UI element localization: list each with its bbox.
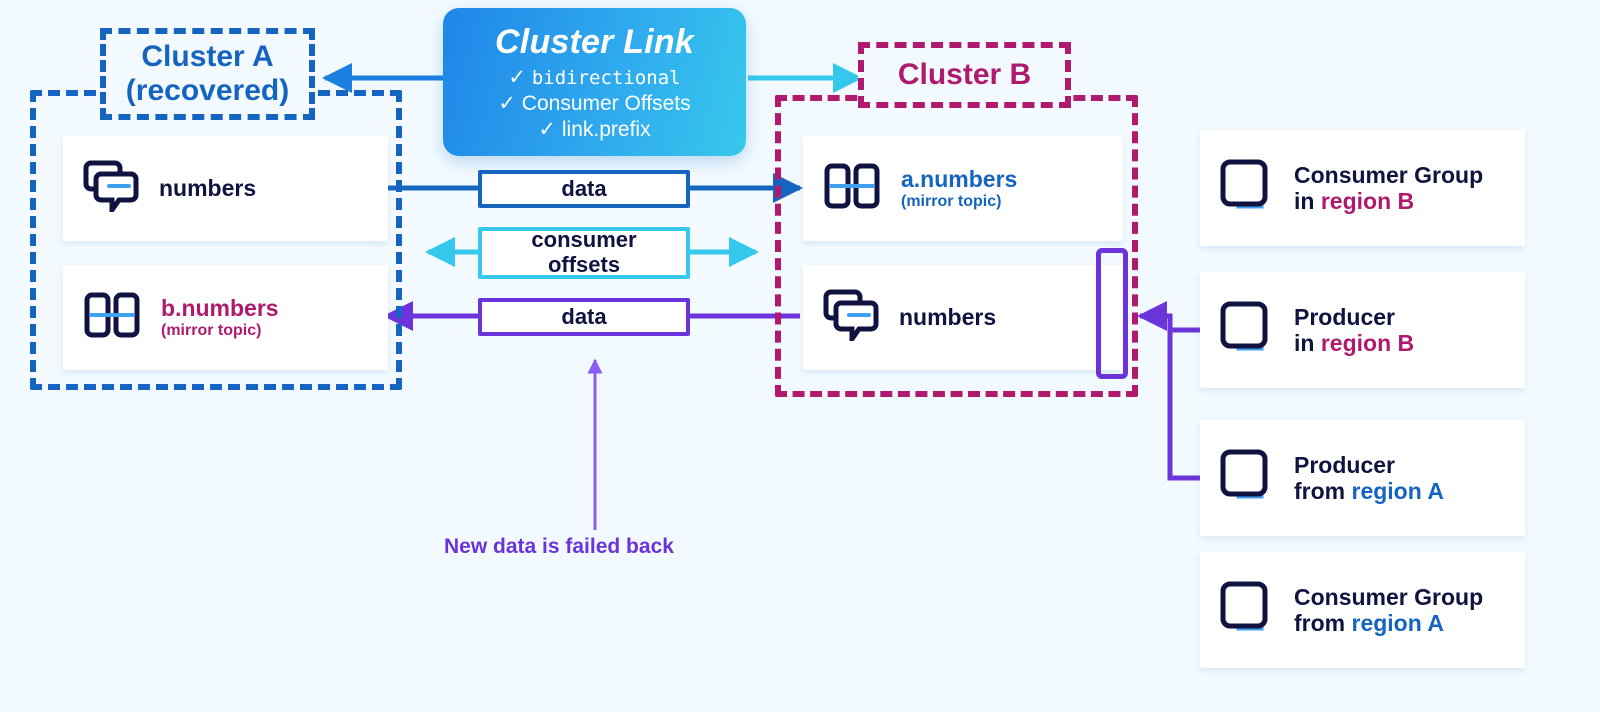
cluster-a-topic-numbers[interactable]: numbers — [63, 136, 388, 241]
client-icon — [1218, 157, 1278, 220]
resource-title: a.numbers — [901, 165, 1018, 192]
cluster-link-feature-bidirectional: ✓ bidirectional — [508, 65, 680, 91]
legend-label-region: region B — [1320, 330, 1415, 356]
write-target-outline — [1096, 248, 1128, 379]
check-icon: ✓ — [538, 118, 557, 142]
legend-label-line1: Producer — [1294, 451, 1395, 478]
resource-subtitle: (mirror topic) — [901, 193, 1002, 211]
cluster-link-feature-consumer-offsets: ✓ Consumer Offsets — [498, 91, 690, 117]
client-icon — [1218, 299, 1278, 362]
topic-icon — [823, 289, 879, 347]
cluster-link-title: Cluster Link — [495, 23, 694, 62]
mirror-topic-icon — [83, 289, 141, 346]
legend-card-consumer-group-region-b[interactable]: Consumer Group in region B — [1200, 130, 1525, 246]
flow-chip-label: data — [561, 175, 607, 201]
legend-label-prefix: from — [1294, 478, 1352, 504]
legend-label-line2: in region B — [1294, 330, 1414, 356]
flow-chip-data-b-to-a: data — [478, 298, 690, 336]
legend-label-line1: Producer — [1294, 303, 1395, 330]
resource-title: numbers — [159, 175, 257, 202]
legend-label-prefix: in — [1294, 188, 1321, 214]
failback-caption: New data is failed back — [444, 535, 674, 558]
legend-label-region: region A — [1351, 610, 1444, 636]
check-icon: ✓ — [498, 91, 516, 115]
resource-title: numbers — [899, 304, 997, 331]
legend-label-line1: Consumer Group — [1294, 583, 1484, 610]
mirror-topic-icon — [823, 160, 881, 217]
cluster-a-label-box: Cluster A (recovered) — [100, 28, 315, 120]
legend-label-prefix: in — [1294, 330, 1321, 356]
cluster-b-label-box: Cluster B — [858, 42, 1071, 108]
cluster-link-feature-link-prefix: ✓ link.prefix — [538, 117, 650, 143]
legend-label-region: region A — [1351, 478, 1444, 504]
legend-card-producer-region-a[interactable]: Producer from region A — [1200, 420, 1525, 536]
cluster-a-mirror-topic-b-numbers[interactable]: b.numbers (mirror topic) — [63, 265, 388, 370]
cluster-link-badge: Cluster Link ✓ bidirectional ✓ Consumer … — [443, 8, 746, 156]
cluster-a-label-line2: (recovered) — [125, 74, 290, 107]
resource-subtitle: (mirror topic) — [161, 322, 262, 340]
legend-card-consumer-group-region-a[interactable]: Consumer Group from region A — [1200, 552, 1525, 668]
client-icon — [1218, 447, 1278, 510]
cluster-b-topic-numbers[interactable]: numbers — [803, 265, 1123, 370]
cluster-a-label-line1: Cluster A — [141, 40, 274, 74]
connector-producer-region-b — [1140, 313, 1200, 333]
legend-label-prefix: from — [1294, 610, 1352, 636]
cluster-b-mirror-topic-a-numbers[interactable]: a.numbers (mirror topic) — [803, 136, 1123, 241]
legend-card-producer-region-b[interactable]: Producer in region B — [1200, 272, 1525, 388]
legend-label-line2: from region A — [1294, 478, 1444, 504]
resource-title: b.numbers — [161, 294, 279, 321]
flow-chip-label-line1: consumer — [531, 227, 637, 253]
legend-label-region: region B — [1320, 188, 1415, 214]
flow-chip-label: data — [561, 303, 607, 329]
cluster-b-label: Cluster B — [897, 58, 1032, 92]
topic-icon — [83, 160, 139, 218]
check-icon: ✓ — [508, 65, 527, 89]
legend-label-line2: in region B — [1294, 188, 1483, 214]
flow-chip-data-a-to-b: data — [478, 170, 690, 208]
flow-chip-consumer-offsets: consumer offsets — [478, 227, 690, 279]
legend-label-line2: from region A — [1294, 610, 1483, 636]
connector-producer-region-a — [1137, 301, 1200, 481]
cluster-link-feature-label: link.prefix — [561, 118, 651, 142]
client-icon — [1218, 579, 1278, 642]
flow-chip-label-line2: offsets — [547, 252, 621, 277]
cluster-link-feature-label: Consumer Offsets — [521, 91, 691, 115]
cluster-link-feature-label: bidirectional — [531, 66, 681, 89]
legend-label-line1: Consumer Group — [1294, 161, 1484, 188]
